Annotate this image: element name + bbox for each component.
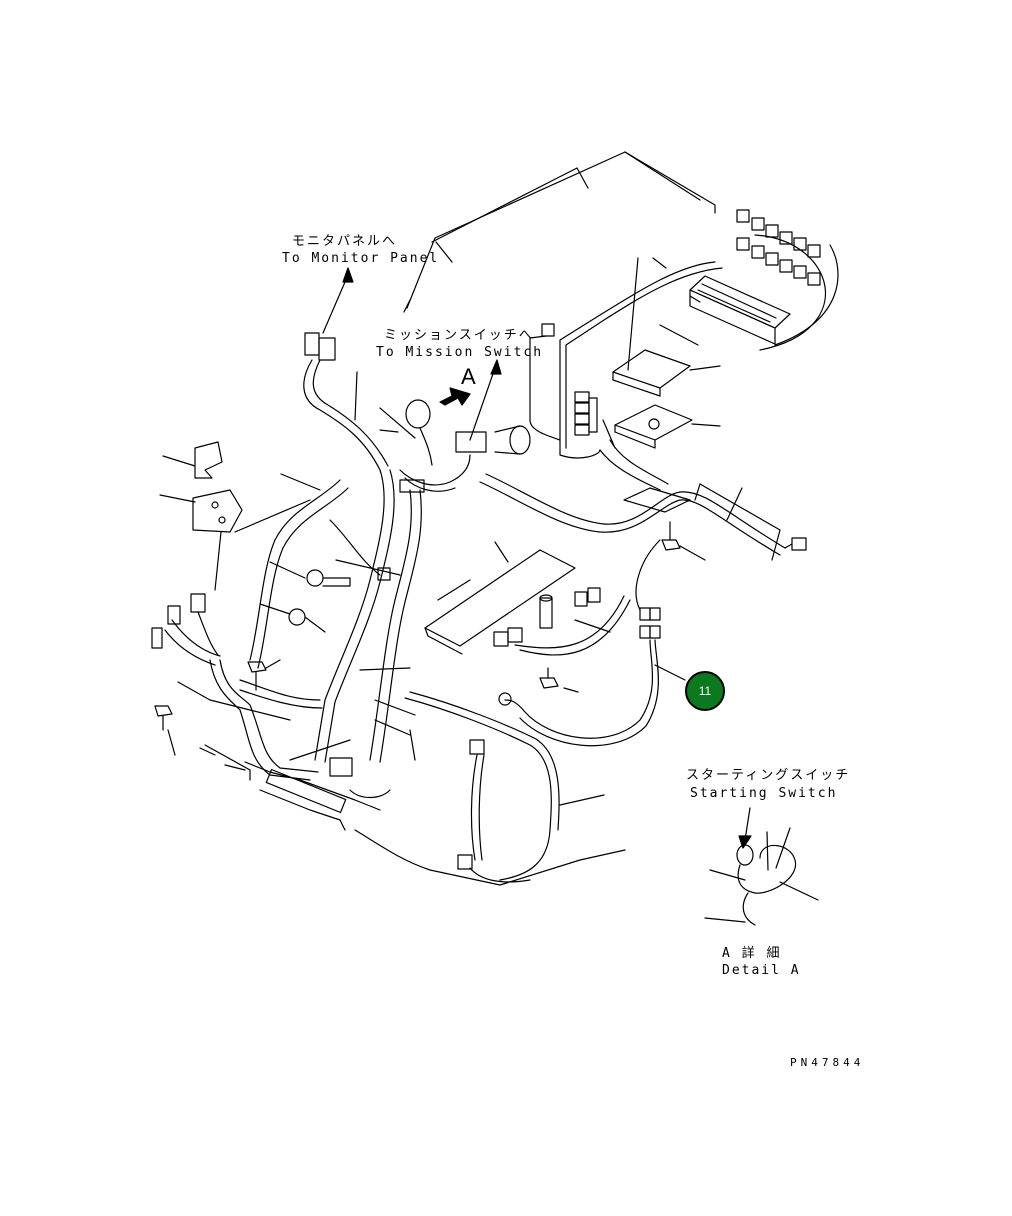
mission-leader <box>469 359 502 441</box>
ignition-area <box>379 387 531 493</box>
starting-switch-label-en: Starting Switch <box>690 786 838 801</box>
harness-left <box>151 332 422 781</box>
detail-a-label-en: Detail A <box>722 963 801 978</box>
callout-11[interactable]: 11 <box>685 671 725 711</box>
connector-pair <box>498 539 686 747</box>
fuse-box <box>559 209 839 459</box>
lower-body <box>177 667 626 886</box>
left-brackets <box>159 441 321 591</box>
starting-switch-label-jp: スターティングスイッチ <box>686 768 851 783</box>
monitor-leader <box>322 267 354 334</box>
detail-a-sketch <box>704 807 819 926</box>
detail-a-label-jp: A 詳 細 <box>722 946 782 961</box>
part-number: PN47844 <box>790 1056 865 1069</box>
harness-right <box>479 439 807 556</box>
view-arrow-label: A <box>461 364 476 389</box>
mission-switch-label-en: To Mission Switch <box>376 345 544 360</box>
cab-outline <box>354 151 716 421</box>
relays <box>529 323 616 449</box>
monitor-panel-label-jp: モニタパネルへ <box>292 234 398 249</box>
switch-panel <box>424 541 631 656</box>
monitor-panel-label-en: To Monitor Panel <box>282 251 440 266</box>
mission-switch-label-jp: ミッションスイッチへ <box>384 328 534 343</box>
bolts <box>154 521 706 756</box>
